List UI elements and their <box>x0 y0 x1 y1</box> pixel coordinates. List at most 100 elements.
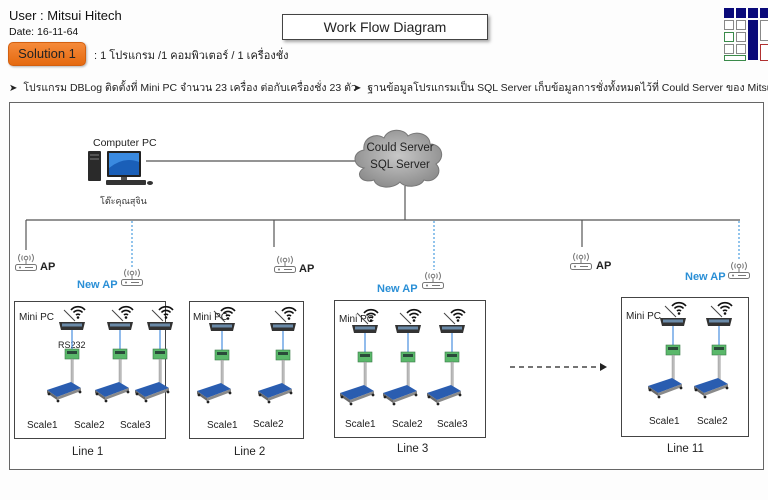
access-point-icon <box>274 255 296 273</box>
scale-indicator-icon <box>152 348 168 360</box>
cloud-icon <box>354 129 443 188</box>
ap-label: AP <box>299 263 315 275</box>
scale-platform-icon <box>258 383 293 404</box>
wifi-icon <box>281 306 297 320</box>
mini-pc-icon <box>352 312 378 333</box>
new-ap-label: New AP <box>685 271 726 283</box>
mini-pc-icon <box>209 310 235 331</box>
new-access-point-icon <box>121 268 143 286</box>
computer-label: Computer PC <box>93 137 157 149</box>
scale-platform-icon <box>95 382 130 403</box>
scale-label: Scale2 <box>74 420 105 431</box>
line-11-title: Line 11 <box>667 443 704 455</box>
scale-station <box>47 305 86 403</box>
wifi-icon <box>450 308 466 322</box>
bullet-item: ➤ โปรแกรม DBLog ติดตั้งที่ Mini PC จำนวน … <box>9 79 357 96</box>
scale-label: Scale1 <box>345 419 376 430</box>
mini-pc-icon <box>270 310 296 331</box>
scale-platform-icon <box>694 378 729 399</box>
mini-pc-icon <box>706 305 732 326</box>
wifi-icon <box>671 301 687 315</box>
wifi-icon <box>118 305 134 319</box>
scale-station <box>694 301 733 399</box>
scale-station <box>258 306 297 404</box>
scale-indicator-icon <box>711 344 727 356</box>
bullet-text: โปรแกรม DBLog ติดตั้งที่ Mini PC จำนวน 2… <box>23 82 357 94</box>
scale-platform-icon <box>47 382 82 403</box>
scale-station <box>340 308 379 406</box>
new-ap-label: New AP <box>77 279 118 291</box>
line-3-title: Line 3 <box>397 443 429 455</box>
scale-station <box>135 305 174 403</box>
scale-indicator-icon <box>275 349 291 361</box>
scale-indicator-icon <box>400 351 416 363</box>
mini-pc-label: Mini PC <box>626 311 662 322</box>
access-point-icon <box>15 253 37 271</box>
wifi-icon <box>70 305 86 319</box>
scale-indicator-icon <box>357 351 373 363</box>
scale-label: Scale2 <box>697 416 728 427</box>
scale-platform-icon <box>197 383 232 404</box>
scale-label: Scale1 <box>27 420 58 431</box>
page-title: Work Flow Diagram <box>282 14 488 40</box>
mini-pc-label: Mini PC <box>193 312 229 323</box>
desktop-computer-icon <box>88 151 153 185</box>
scale-label: Scale2 <box>392 419 423 430</box>
user-label: User : Mitsui Hitech <box>9 8 122 23</box>
scale-platform-icon <box>427 385 462 406</box>
new-access-point-icon <box>728 261 750 279</box>
mini-pc-label: Mini PC <box>339 314 375 325</box>
mini-pc-icon <box>59 309 85 330</box>
scale-station <box>427 308 466 406</box>
scale-indicator-icon <box>64 348 80 360</box>
bullet-text: ฐานข้อมูลโปรแกรมเป็น SQL Server เก็บข้อม… <box>367 82 768 94</box>
cloud-line1: Could Server <box>366 142 434 154</box>
cloud-line2: SQL Server <box>370 159 430 171</box>
scale-station <box>95 305 134 403</box>
mini-pc-icon <box>439 312 465 333</box>
scale-label: Scale2 <box>253 419 284 430</box>
solution-button[interactable]: Solution 1 <box>8 42 86 66</box>
scale-label: Scale3 <box>120 420 151 431</box>
mini-pc-icon <box>660 305 686 326</box>
line-1-title: Line 1 <box>72 446 104 458</box>
scale-platform-icon <box>135 382 170 403</box>
scale-station <box>197 306 236 404</box>
bullet-arrow-icon: ➤ <box>353 83 362 94</box>
mini-pc-icon <box>395 312 421 333</box>
mini-pc-label: Mini PC <box>19 312 55 323</box>
date-label: Date: 16-11-64 <box>9 26 79 38</box>
scale-platform-icon <box>340 385 375 406</box>
scale-label: Scale3 <box>437 419 468 430</box>
scale-label: Scale1 <box>649 416 680 427</box>
line-1-box <box>14 301 166 439</box>
ap-label: AP <box>40 261 56 273</box>
mini-pc-icon <box>107 309 133 330</box>
solution-description: : 1 โปรแกรม /1 คอมพิวเตอร์ / 1 เครื่องชั… <box>94 50 289 62</box>
scale-station <box>383 308 422 406</box>
continuation-arrowhead <box>600 363 607 371</box>
mini-pc-icon <box>147 309 173 330</box>
scale-platform-icon <box>648 378 683 399</box>
wifi-icon <box>220 306 236 320</box>
bullet-arrow-icon: ➤ <box>9 83 18 94</box>
computer-location-label: โต๊ะคุณสุจิน <box>100 196 147 206</box>
wifi-icon <box>717 301 733 315</box>
access-point-icon <box>570 252 592 270</box>
scale-indicator-icon <box>214 349 230 361</box>
new-access-point-icon <box>422 271 444 289</box>
scale-indicator-icon <box>444 351 460 363</box>
scale-label: Scale1 <box>207 420 238 431</box>
scale-platform-icon <box>383 385 418 406</box>
scale-station <box>648 301 687 399</box>
wifi-icon <box>158 305 174 319</box>
scale-indicator-icon <box>665 344 681 356</box>
company-logo-icon <box>724 8 768 61</box>
line-2-title: Line 2 <box>234 446 266 458</box>
cloud-label: Could Server SQL Server <box>355 140 445 174</box>
wifi-icon <box>363 308 379 322</box>
ap-label: AP <box>596 260 612 272</box>
bullet-item: ➤ ฐานข้อมูลโปรแกรมเป็น SQL Server เก็บข้อ… <box>353 79 768 96</box>
